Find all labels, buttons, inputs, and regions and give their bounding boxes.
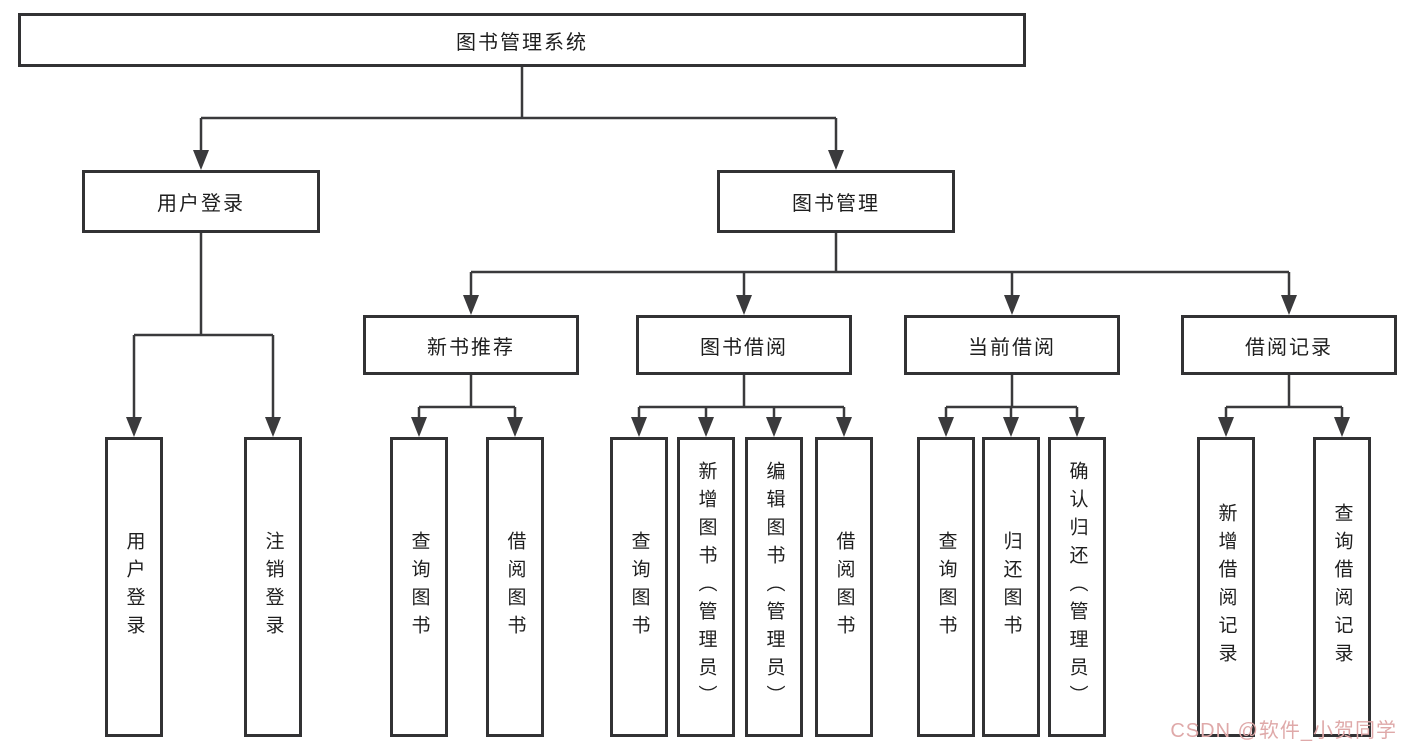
node-confirm-return-admin: 确认归还（管理员） xyxy=(1048,437,1106,737)
node-current-borrowing: 当前借阅 xyxy=(904,315,1120,375)
node-label: 查询图书 xyxy=(628,531,650,643)
node-borrow-books-borrowing: 借阅图书 xyxy=(815,437,873,737)
node-query-borrow-record: 查询借阅记录 xyxy=(1313,437,1371,737)
node-query-books-recommend: 查询图书 xyxy=(390,437,448,737)
node-return-books: 归还图书 xyxy=(982,437,1040,737)
node-label: 用户登录 xyxy=(157,193,245,215)
node-edit-books-admin: 编辑图书（管理员） xyxy=(745,437,803,737)
watermark: CSDN @软件_小贺同学 xyxy=(1170,720,1397,742)
node-user-login-leaf: 用户登录 xyxy=(105,437,163,737)
node-label: 当前借阅 xyxy=(968,336,1056,359)
node-query-books-borrowing: 查询图书 xyxy=(610,437,668,737)
node-query-books-current: 查询图书 xyxy=(917,437,975,737)
node-label: 图书借阅 xyxy=(700,336,788,359)
node-label: 归还图书 xyxy=(1000,531,1022,643)
node-label: 图书管理 xyxy=(792,193,880,215)
node-add-books-admin: 新增图书（管理员） xyxy=(677,437,735,737)
node-book-management-branch: 图书管理 xyxy=(717,170,955,233)
node-new-book-recommendation: 新书推荐 xyxy=(363,315,579,375)
node-label: 新增图书（管理员） xyxy=(695,461,717,713)
node-add-borrow-record: 新增借阅记录 xyxy=(1197,437,1255,737)
node-label: 注销登录 xyxy=(262,531,284,643)
node-label: 借阅图书 xyxy=(833,531,855,643)
node-label: 借阅图书 xyxy=(504,531,526,643)
node-borrow-books-recommend: 借阅图书 xyxy=(486,437,544,737)
node-label: 查询图书 xyxy=(935,531,957,643)
node-label: 新书推荐 xyxy=(427,336,515,359)
node-label: 用户登录 xyxy=(123,531,145,643)
node-label: 借阅记录 xyxy=(1245,336,1333,359)
node-label: 编辑图书（管理员） xyxy=(763,461,785,713)
node-label: 确认归还（管理员） xyxy=(1066,461,1088,713)
node-library-management-system: 图书管理系统 xyxy=(18,13,1026,67)
node-label: 查询借阅记录 xyxy=(1331,503,1353,671)
node-book-borrowing: 图书借阅 xyxy=(636,315,852,375)
node-user-login-branch: 用户登录 xyxy=(82,170,320,233)
node-label: 查询图书 xyxy=(408,531,430,643)
node-borrowing-records: 借阅记录 xyxy=(1181,315,1397,375)
node-label: 新增借阅记录 xyxy=(1215,503,1237,671)
node-label: 图书管理系统 xyxy=(456,31,588,54)
node-logout-leaf: 注销登录 xyxy=(244,437,302,737)
